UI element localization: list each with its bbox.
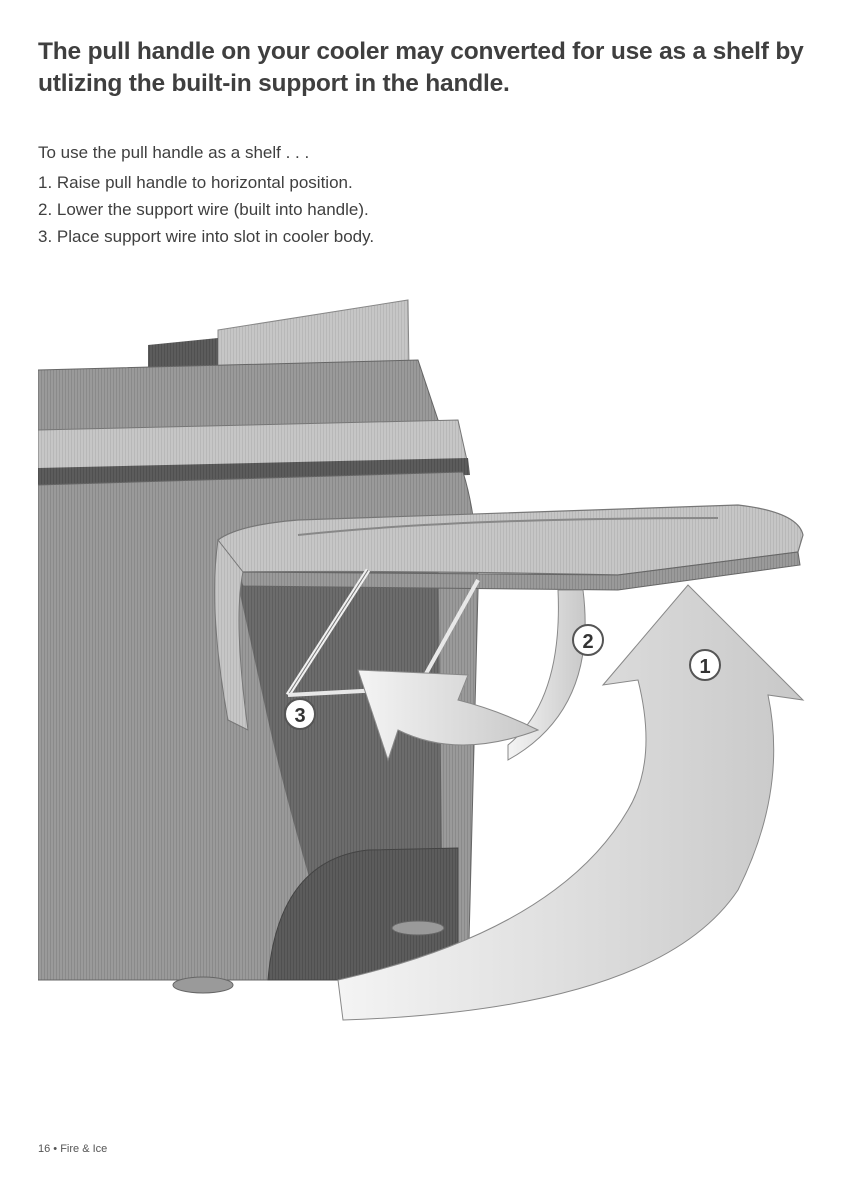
step-list: 1. Raise pull handle to horizontal posit… [38, 169, 374, 250]
callout-3-label: 3 [294, 705, 305, 727]
callout-2-label: 2 [582, 631, 593, 653]
pull-handle-shelf [214, 504, 804, 731]
intro-text: To use the pull handle as a shelf . . . [38, 143, 310, 162]
callout-2: 2 [572, 624, 604, 656]
callout-1: 1 [689, 649, 721, 681]
cooler-shelf-illustration: 1 2 3 [38, 299, 805, 1021]
cooler-lid [38, 359, 470, 491]
step-2: 2. Lower the support wire (built into ha… [38, 200, 369, 219]
page-heading: The pull handle on your cooler may conve… [38, 36, 808, 100]
callout-3: 3 [284, 698, 316, 730]
heading-line-1: The pull handle on your cooler may conve… [38, 38, 804, 65]
step-1: 1. Raise pull handle to horizontal posit… [38, 173, 353, 192]
arrow-raise-handle [337, 584, 805, 1021]
callout-1-label: 1 [699, 656, 710, 678]
arrow-into-slot [357, 669, 540, 762]
page-footer: 16 • Fire & Ice [38, 1143, 108, 1155]
heading-line-2: utlizing the built-in support in the han… [38, 70, 510, 97]
step-3: 3. Place support wire into slot in coole… [38, 227, 375, 246]
